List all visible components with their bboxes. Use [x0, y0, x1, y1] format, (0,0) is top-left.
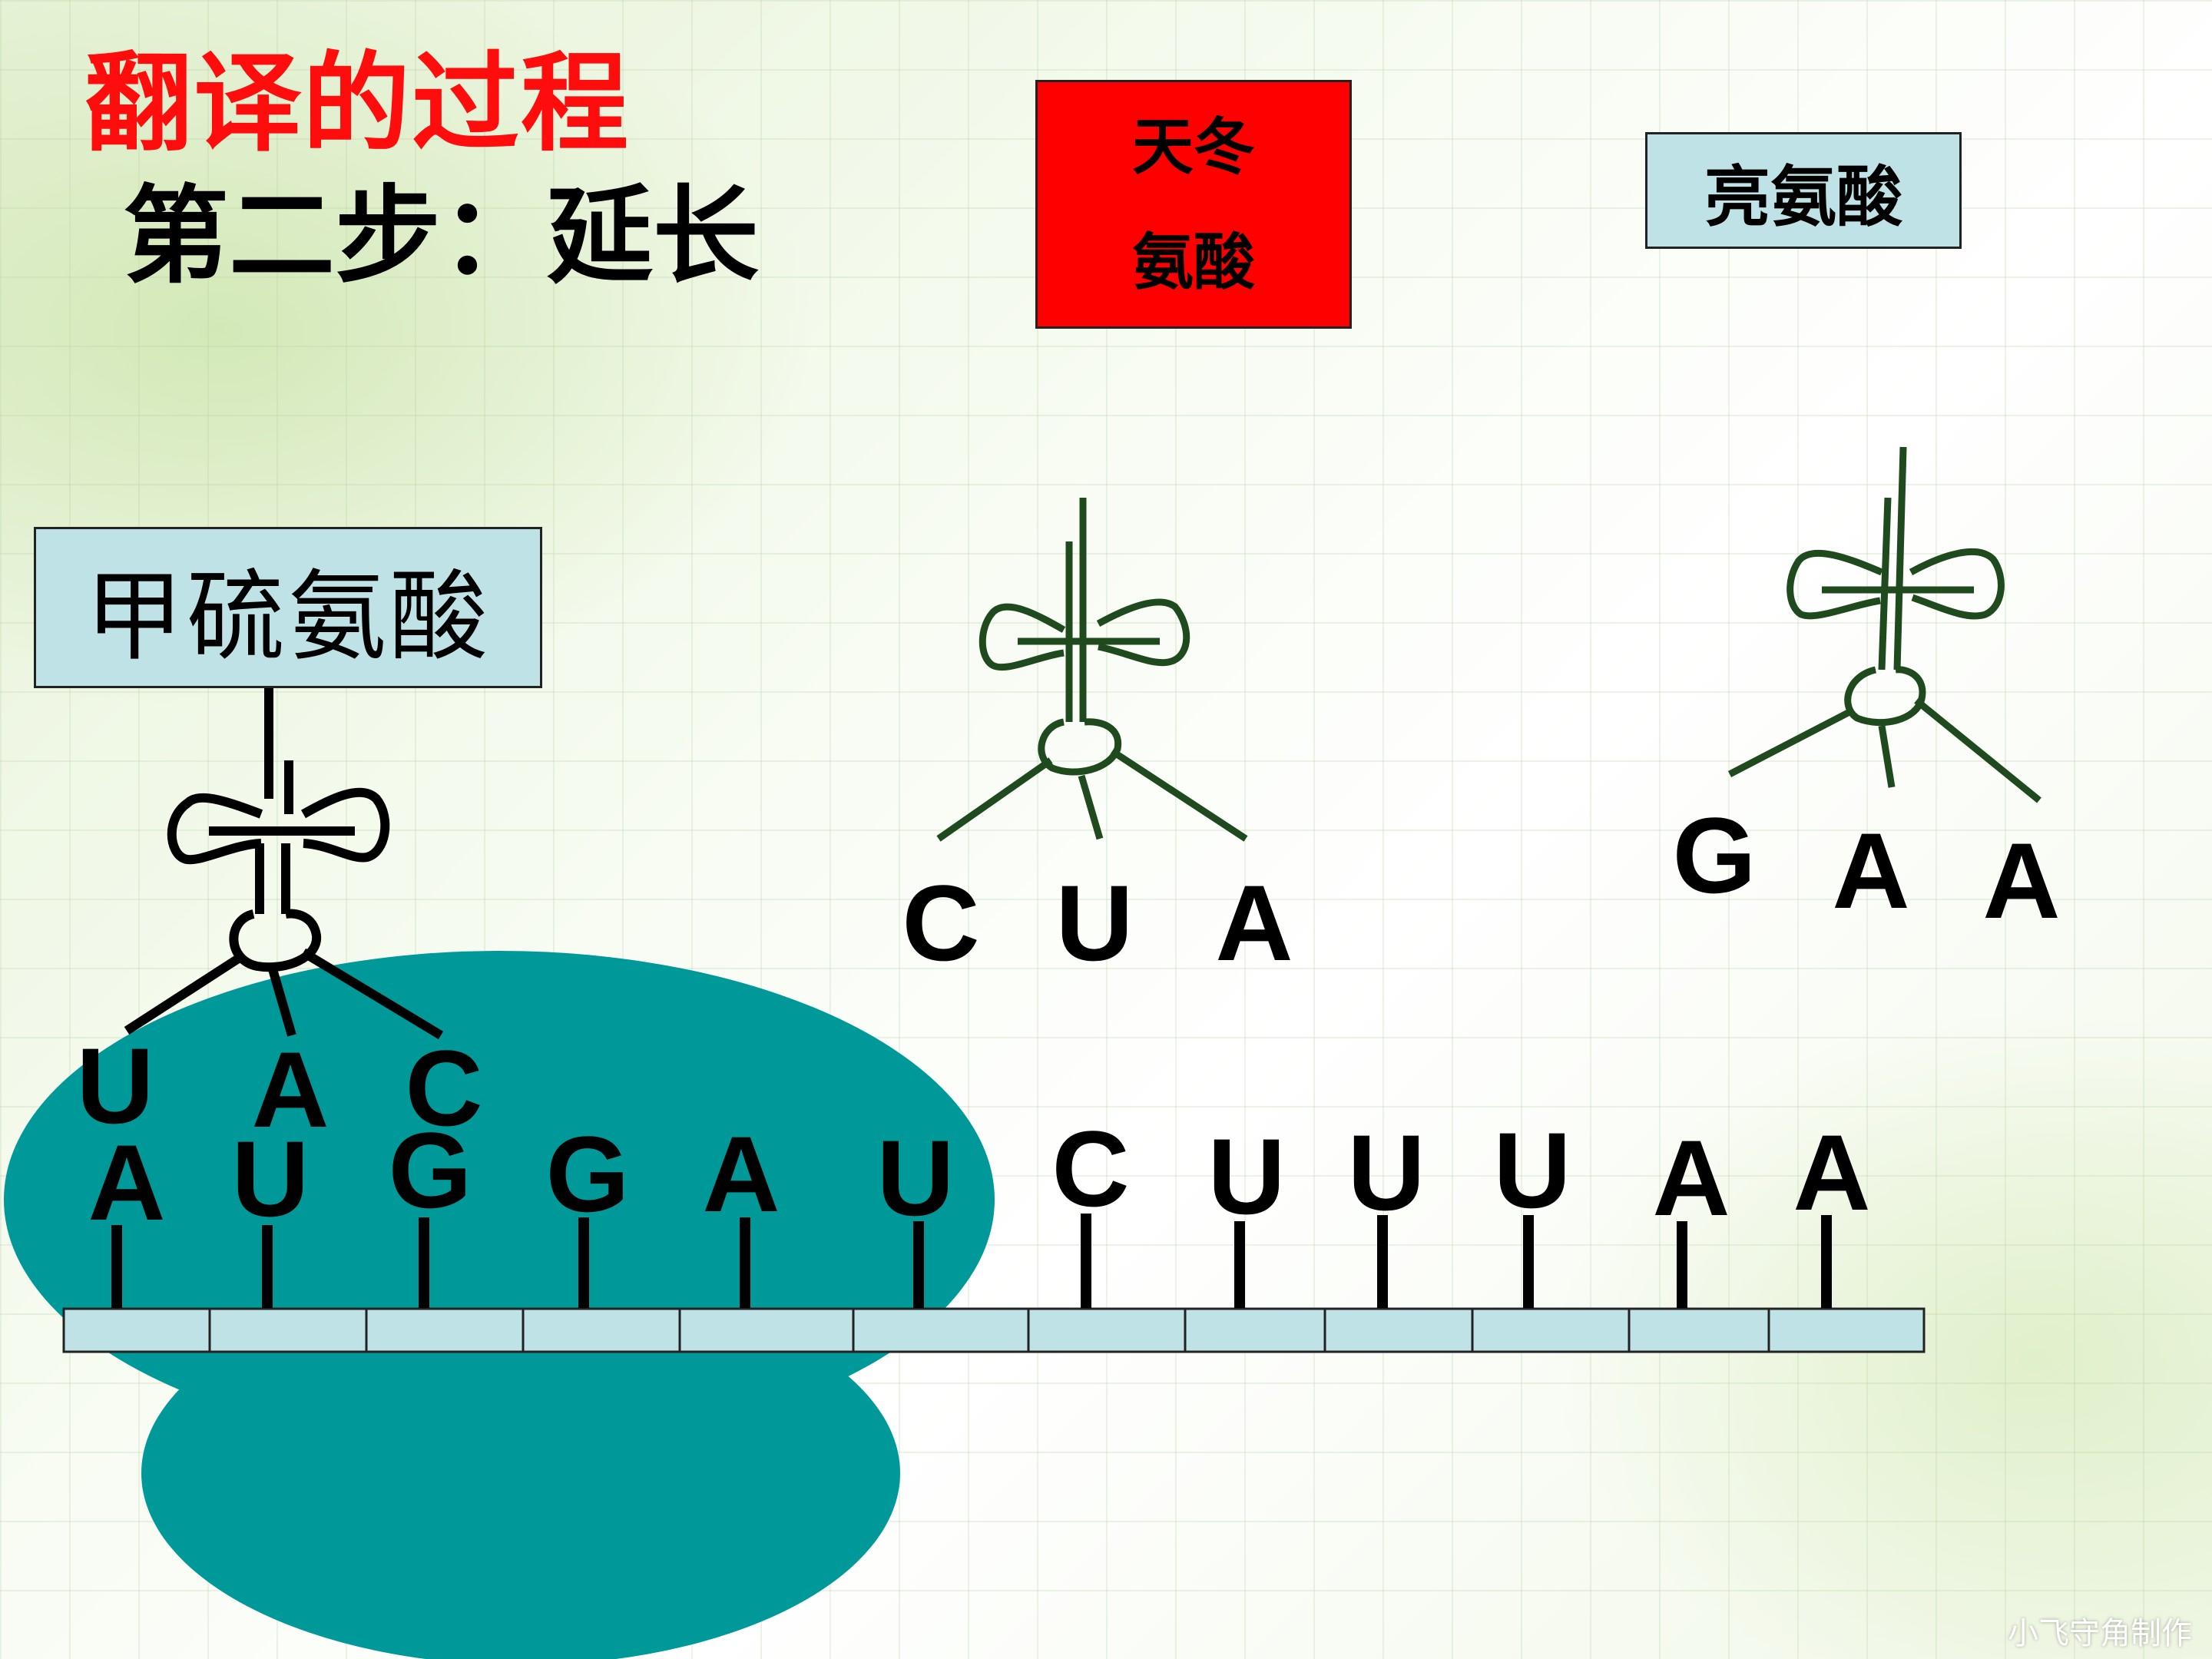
amino-acid-label: 天冬 — [1132, 111, 1255, 183]
trna-right-loop — [1096, 598, 1190, 667]
anticodon-base: C — [902, 863, 979, 983]
trna-left-loop — [167, 793, 263, 865]
mrna-base: U — [1207, 1116, 1285, 1237]
anticodon-base: A — [1832, 810, 1909, 931]
slide-title: 翻译的过程 — [84, 41, 631, 167]
trna-anticodon-loop — [1844, 666, 1926, 727]
anticodon-base: C — [405, 1028, 482, 1148]
mrna-strand — [62, 1307, 1926, 1353]
mrna-base: U — [876, 1118, 954, 1238]
anticodon-base: U — [76, 1025, 154, 1146]
mrna-base: C — [1051, 1108, 1129, 1229]
mrna-segment — [1471, 1307, 1631, 1353]
mrna-base: A — [1793, 1112, 1870, 1233]
mrna-base: G — [546, 1114, 630, 1234]
middle-anticodon-letters: C U A — [902, 863, 1293, 983]
amino-acid-met: 甲硫氨酸 — [34, 527, 542, 688]
mrna-base: U — [1493, 1110, 1571, 1230]
mrna-segment — [1767, 1307, 1926, 1353]
bound-anticodon-letters: U A C — [76, 1025, 482, 1150]
watermark: 小飞守角制作 — [2008, 1616, 2192, 1651]
mrna-segment — [522, 1307, 681, 1353]
anticodon-base: A — [1215, 863, 1293, 983]
mrna-base: A — [702, 1114, 780, 1234]
trna-middle — [936, 498, 1248, 842]
trna-left-loop — [979, 603, 1066, 671]
mrna-base: U — [231, 1118, 309, 1239]
anticodon-base: U — [1055, 863, 1133, 983]
mrna-base: A — [1652, 1118, 1730, 1238]
mrna-base: G — [389, 1110, 472, 1230]
trna-bound — [124, 684, 444, 1040]
amino-acid-label: 氨酸 — [1132, 226, 1255, 298]
trna-right — [1727, 446, 2041, 803]
trna-anticodon-loop — [1038, 718, 1122, 776]
trna-anticodon-loop — [229, 909, 322, 972]
mrna-segment — [365, 1307, 525, 1353]
trna-right-loop — [301, 787, 390, 863]
mrna-segment — [1628, 1307, 1770, 1353]
mrna-segment — [1027, 1307, 1187, 1353]
mrna-segment — [62, 1307, 211, 1353]
trna-left-loop — [1786, 549, 1883, 620]
mrna-segment — [1184, 1307, 1326, 1353]
trna-right-loop — [1909, 548, 2005, 620]
anticodon-base: G — [1673, 795, 1757, 916]
slide-subtitle: 第二步：延长 — [123, 174, 760, 298]
mrna-base: A — [88, 1122, 165, 1243]
mrna-base-letters: A U G G A U C U U U A A — [88, 1108, 1870, 1243]
mrna-base-stems — [111, 1214, 1832, 1308]
amino-acid-leu: 亮氨酸 — [1645, 132, 1962, 249]
mrna-segment — [1323, 1307, 1474, 1353]
right-anticodon-letters: G A A — [1673, 795, 2061, 941]
amino-acid-asp: 天冬 氨酸 — [1035, 80, 1352, 329]
mrna-segment — [852, 1307, 1030, 1353]
mrna-base: U — [1347, 1112, 1425, 1233]
mrna-segment — [678, 1307, 855, 1353]
anticodon-base: A — [1982, 820, 2060, 941]
mrna-segment — [208, 1307, 368, 1353]
anticodon-base: A — [251, 1029, 329, 1150]
